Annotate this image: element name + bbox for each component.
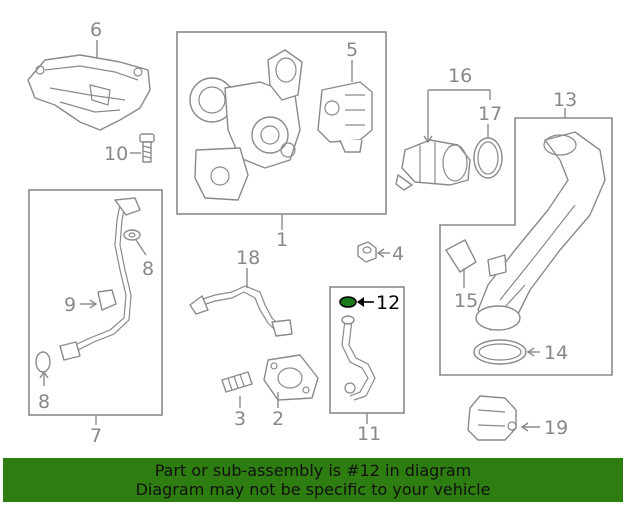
callout-11: 11 xyxy=(357,423,381,445)
part-8-washer-upper xyxy=(123,229,147,256)
callout-8-lower: 8 xyxy=(38,391,50,413)
callout-18: 18 xyxy=(236,247,260,269)
callout-1: 1 xyxy=(276,229,288,251)
callout-19: 19 xyxy=(544,417,568,439)
frame-box-13 xyxy=(439,117,613,376)
callout-15: 15 xyxy=(454,290,478,312)
callout-2: 2 xyxy=(272,408,284,430)
callout-17: 17 xyxy=(478,103,502,125)
part-1-turbocharger xyxy=(189,49,303,230)
callout-12: 12 xyxy=(376,292,400,314)
callout-14: 14 xyxy=(544,342,568,364)
parts-diagram: 6 10 1 5 16 xyxy=(27,19,613,447)
part-10-bolt xyxy=(130,133,155,163)
part-11-hose xyxy=(341,315,376,424)
callout-6: 6 xyxy=(90,19,102,41)
part-9-bracket xyxy=(80,299,98,309)
info-banner: Part or sub-assembly is #12 in diagram D… xyxy=(3,458,623,502)
part-14-o-ring xyxy=(473,339,540,365)
part-7-oil-line xyxy=(59,197,141,425)
part-5-actuator xyxy=(317,60,373,153)
part-19-bracket xyxy=(467,395,540,441)
callout-16: 16 xyxy=(448,65,472,87)
part-8-washer-lower xyxy=(35,351,51,386)
part-17-seal-ring xyxy=(473,124,503,179)
part-16-hose-connector xyxy=(395,89,491,191)
part-4-nut xyxy=(357,241,390,263)
part-3-stud xyxy=(221,371,253,408)
callout-5: 5 xyxy=(346,39,358,61)
callout-9: 9 xyxy=(64,294,76,316)
banner-line-part-info: Part or sub-assembly is #12 in diagram xyxy=(154,461,472,480)
part-12-o-ring-highlighted xyxy=(339,296,374,308)
callout-3: 3 xyxy=(234,408,246,430)
part-6-heat-shield xyxy=(27,40,151,131)
banner-line-disclaimer: Diagram may not be specific to your vehi… xyxy=(135,480,491,499)
callout-4: 4 xyxy=(392,243,404,265)
part-18-line xyxy=(189,268,293,337)
part-13-intake-pipe xyxy=(445,131,606,331)
callout-10: 10 xyxy=(104,143,128,165)
callout-13: 13 xyxy=(553,89,577,111)
frame-box-7 xyxy=(28,189,163,416)
callout-7: 7 xyxy=(90,425,102,447)
part-2-gasket xyxy=(263,354,319,408)
callout-8-upper: 8 xyxy=(142,258,154,280)
